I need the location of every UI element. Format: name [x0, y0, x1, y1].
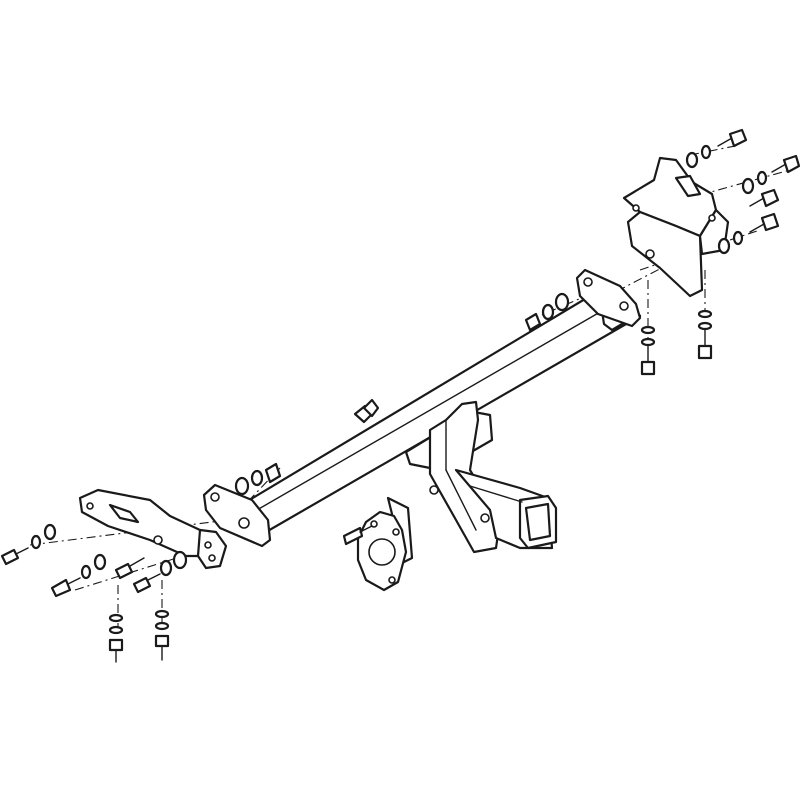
- socket-bolt: [342, 525, 373, 546]
- washer: [172, 550, 188, 570]
- right-mounting-bracket: [622, 156, 730, 298]
- washer: [685, 151, 699, 169]
- bolt: [749, 188, 780, 208]
- washer: [741, 177, 755, 195]
- crossbar-right-end-plate: [575, 268, 642, 328]
- crossbar-nuts-washers: [234, 292, 570, 496]
- washer: [93, 553, 107, 571]
- washer: [80, 564, 92, 580]
- washer: [43, 523, 57, 541]
- washer: [756, 170, 768, 186]
- bolt: [132, 573, 161, 594]
- washer: [159, 559, 173, 577]
- vertical-bolt: [154, 609, 170, 661]
- bolt: [50, 577, 81, 598]
- bolt: [771, 154, 800, 174]
- bolt: [717, 128, 748, 148]
- washer: [30, 534, 42, 550]
- receiver-assembly: [404, 400, 558, 554]
- crossbar-tube: [234, 294, 642, 534]
- crossbar-left-end-plate: [202, 483, 272, 548]
- wiring-socket-plate: [342, 496, 414, 592]
- left-bracket-hardware: [0, 523, 188, 663]
- vertical-bolt: [108, 613, 124, 663]
- washer: [700, 144, 712, 160]
- washer: [717, 237, 731, 255]
- washer: [732, 230, 744, 246]
- bolt: [749, 212, 780, 233]
- bolt: [0, 547, 29, 566]
- left-mounting-bracket: [78, 488, 228, 570]
- right-bracket-hardware: [640, 128, 800, 376]
- bolt: [114, 557, 145, 580]
- vertical-bolt: [640, 325, 656, 376]
- vertical-bolt: [697, 309, 713, 360]
